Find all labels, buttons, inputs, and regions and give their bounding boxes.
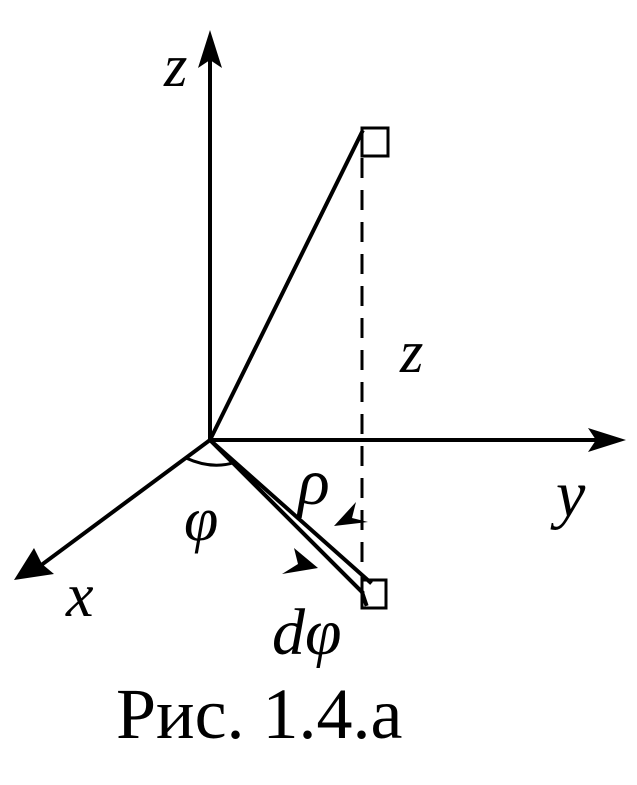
rho-line-b: [207, 437, 373, 585]
figure-caption: Рис. 1.4.а: [116, 674, 403, 754]
y-axis-arrowhead: [588, 428, 626, 452]
z-height-label: z: [399, 319, 423, 385]
y-axis-label: y: [550, 458, 586, 531]
dphi-label: dφ: [272, 596, 342, 669]
x-axis-label: x: [65, 562, 94, 630]
rho-label: ρ: [296, 446, 330, 519]
dphi-arrow-left: [282, 548, 318, 574]
phi-arc: [185, 456, 237, 467]
z-axis-arrowhead: [198, 30, 222, 68]
x-axis-line: [37, 437, 213, 569]
radius-vector-line: [207, 129, 365, 443]
x-axis-arrowhead: [14, 548, 54, 580]
z-axis-label: z: [163, 33, 187, 99]
phi-label: φ: [184, 486, 218, 554]
upper-point-square: [360, 126, 390, 158]
lower-point-square: [360, 578, 388, 610]
rho-line-a: [207, 437, 365, 595]
dphi-arrow-right: [334, 502, 368, 526]
